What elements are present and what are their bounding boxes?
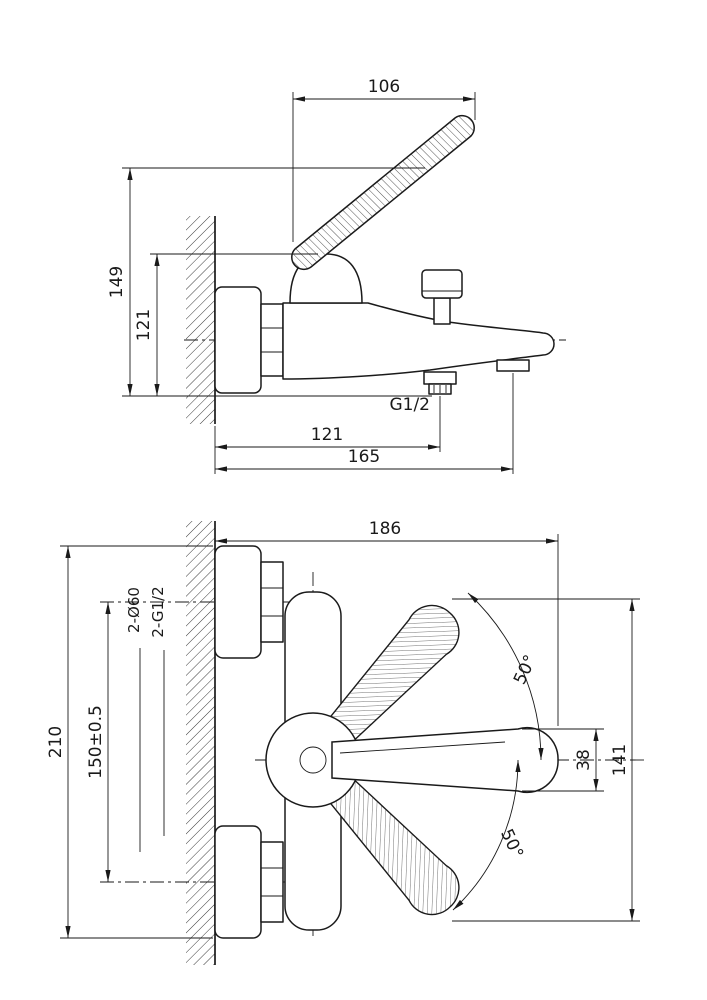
dim-150-label: 150±0.5	[86, 705, 106, 779]
diverter-knob	[421, 269, 463, 325]
escutcheon-bottom	[214, 825, 284, 939]
side-view: 106 149 121 G1/2 121 165	[107, 77, 566, 474]
angle-lower-label: 50°	[496, 826, 527, 862]
front-view: 186 2-Ø60 2-G1/2 210 150±0.5 50° 50° 38 …	[46, 519, 645, 965]
dim-106-label: 106	[368, 77, 400, 97]
wall-hatch	[186, 521, 215, 965]
escutcheon-side	[214, 286, 262, 394]
dim-121-horizontal-label: 121	[311, 425, 343, 445]
flange-note-label: 2-Ø60	[125, 587, 143, 633]
escutcheon-top	[214, 545, 284, 659]
angle-upper-label: 50°	[510, 652, 541, 688]
dim-38-label: 38	[574, 749, 594, 771]
dim-210-label: 210	[46, 726, 66, 758]
dim-149-label: 149	[107, 266, 127, 298]
shower-outlet	[423, 371, 457, 395]
dim-165-label: 165	[348, 447, 380, 467]
dim-141-label: 141	[610, 744, 630, 776]
rotation-arc-lower	[452, 759, 521, 911]
wall-section-side	[186, 216, 216, 424]
spout-outlet-underside	[496, 359, 530, 372]
wall-section-front	[186, 521, 216, 965]
dim-121-vertical-label: 121	[134, 309, 154, 341]
thread-note-label: 2-G1/2	[149, 586, 167, 637]
thread-g12-label: G1/2	[389, 395, 430, 415]
handle-lever-side	[291, 114, 475, 271]
dimensions-front: 186 2-Ø60 2-G1/2 210 150±0.5 50° 50° 38 …	[46, 519, 640, 939]
dim-186-label: 186	[369, 519, 401, 539]
hex-nut-side	[260, 303, 284, 377]
handle-lever-front	[331, 726, 559, 794]
dimensions-side: 106 149 121 G1/2 121 165	[107, 77, 514, 474]
rotation-arc-upper	[467, 592, 544, 761]
hub-cap-detail	[299, 746, 327, 774]
wall-hatch	[186, 216, 215, 424]
